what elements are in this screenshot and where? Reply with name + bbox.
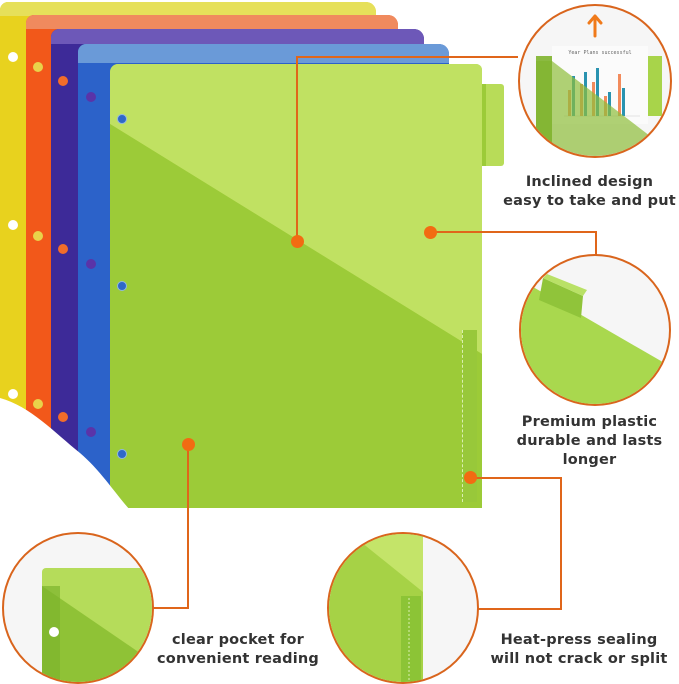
caption-line: clear pocket for — [171, 632, 304, 648]
binder-hole — [58, 244, 68, 254]
caption-line: Inclined design — [525, 174, 654, 190]
callout-dot — [291, 235, 304, 248]
binder-hole — [58, 76, 68, 86]
caption-line: durable and lasts — [516, 433, 663, 449]
binder-hole — [33, 62, 43, 72]
binder-hole — [33, 399, 43, 409]
caption-line: Premium plastic — [521, 414, 658, 430]
binder-hole — [33, 231, 43, 241]
callout-caption-inclined: Inclined design easy to take and put — [500, 173, 679, 211]
callout-caption-sealing: Heat-press sealing will not crack or spl… — [484, 631, 674, 669]
heat-seal-seam — [462, 330, 477, 502]
connector-line — [560, 477, 562, 610]
callout-circle-pocket — [2, 532, 154, 684]
callout-circle-plastic — [519, 254, 671, 406]
caption-line: longer — [562, 452, 617, 468]
pocket-closeup — [42, 568, 152, 682]
binder-hole — [86, 92, 96, 102]
inset-chart-title: Year Plans successful — [568, 50, 632, 56]
binder-hole — [8, 389, 18, 399]
plastic-closeup — [521, 274, 669, 404]
callout-dot — [182, 438, 195, 451]
connector-line — [187, 444, 189, 609]
connector-line — [595, 231, 597, 255]
binder-hole — [117, 114, 127, 124]
caption-line: will not crack or split — [490, 651, 668, 667]
caption-line: easy to take and put — [503, 193, 676, 209]
binder-hole — [58, 412, 68, 422]
inset-pocket-overlay — [536, 56, 662, 156]
arrow-up-icon — [587, 14, 603, 38]
binder-hole — [8, 220, 18, 230]
folder-stack — [0, 2, 504, 518]
callout-circle-inclined: Year Plans successful — [518, 4, 672, 158]
connector-line — [470, 477, 562, 479]
page-curl — [0, 398, 130, 518]
callout-caption-plastic: Premium plastic durable and lasts longer — [500, 413, 679, 470]
binder-hole — [8, 52, 18, 62]
connector-line — [296, 57, 298, 241]
connector-line — [430, 231, 596, 233]
binder-hole — [86, 259, 96, 269]
folder-index-tab — [482, 84, 504, 166]
connector-line — [296, 56, 518, 58]
callout-circle-sealing — [327, 532, 479, 684]
caption-line: convenient reading — [156, 651, 320, 667]
callout-dot — [424, 226, 437, 239]
caption-line: Heat-press sealing — [500, 632, 658, 648]
connector-line — [475, 608, 562, 610]
callout-dot — [464, 471, 477, 484]
binder-hole — [117, 281, 127, 291]
binder-hole — [117, 449, 127, 459]
folder-green — [110, 64, 482, 508]
connector-line — [152, 607, 189, 609]
callout-caption-pocket: clear pocket for convenient reading — [148, 631, 328, 669]
seal-closeup — [329, 534, 423, 682]
binder-hole — [86, 427, 96, 437]
